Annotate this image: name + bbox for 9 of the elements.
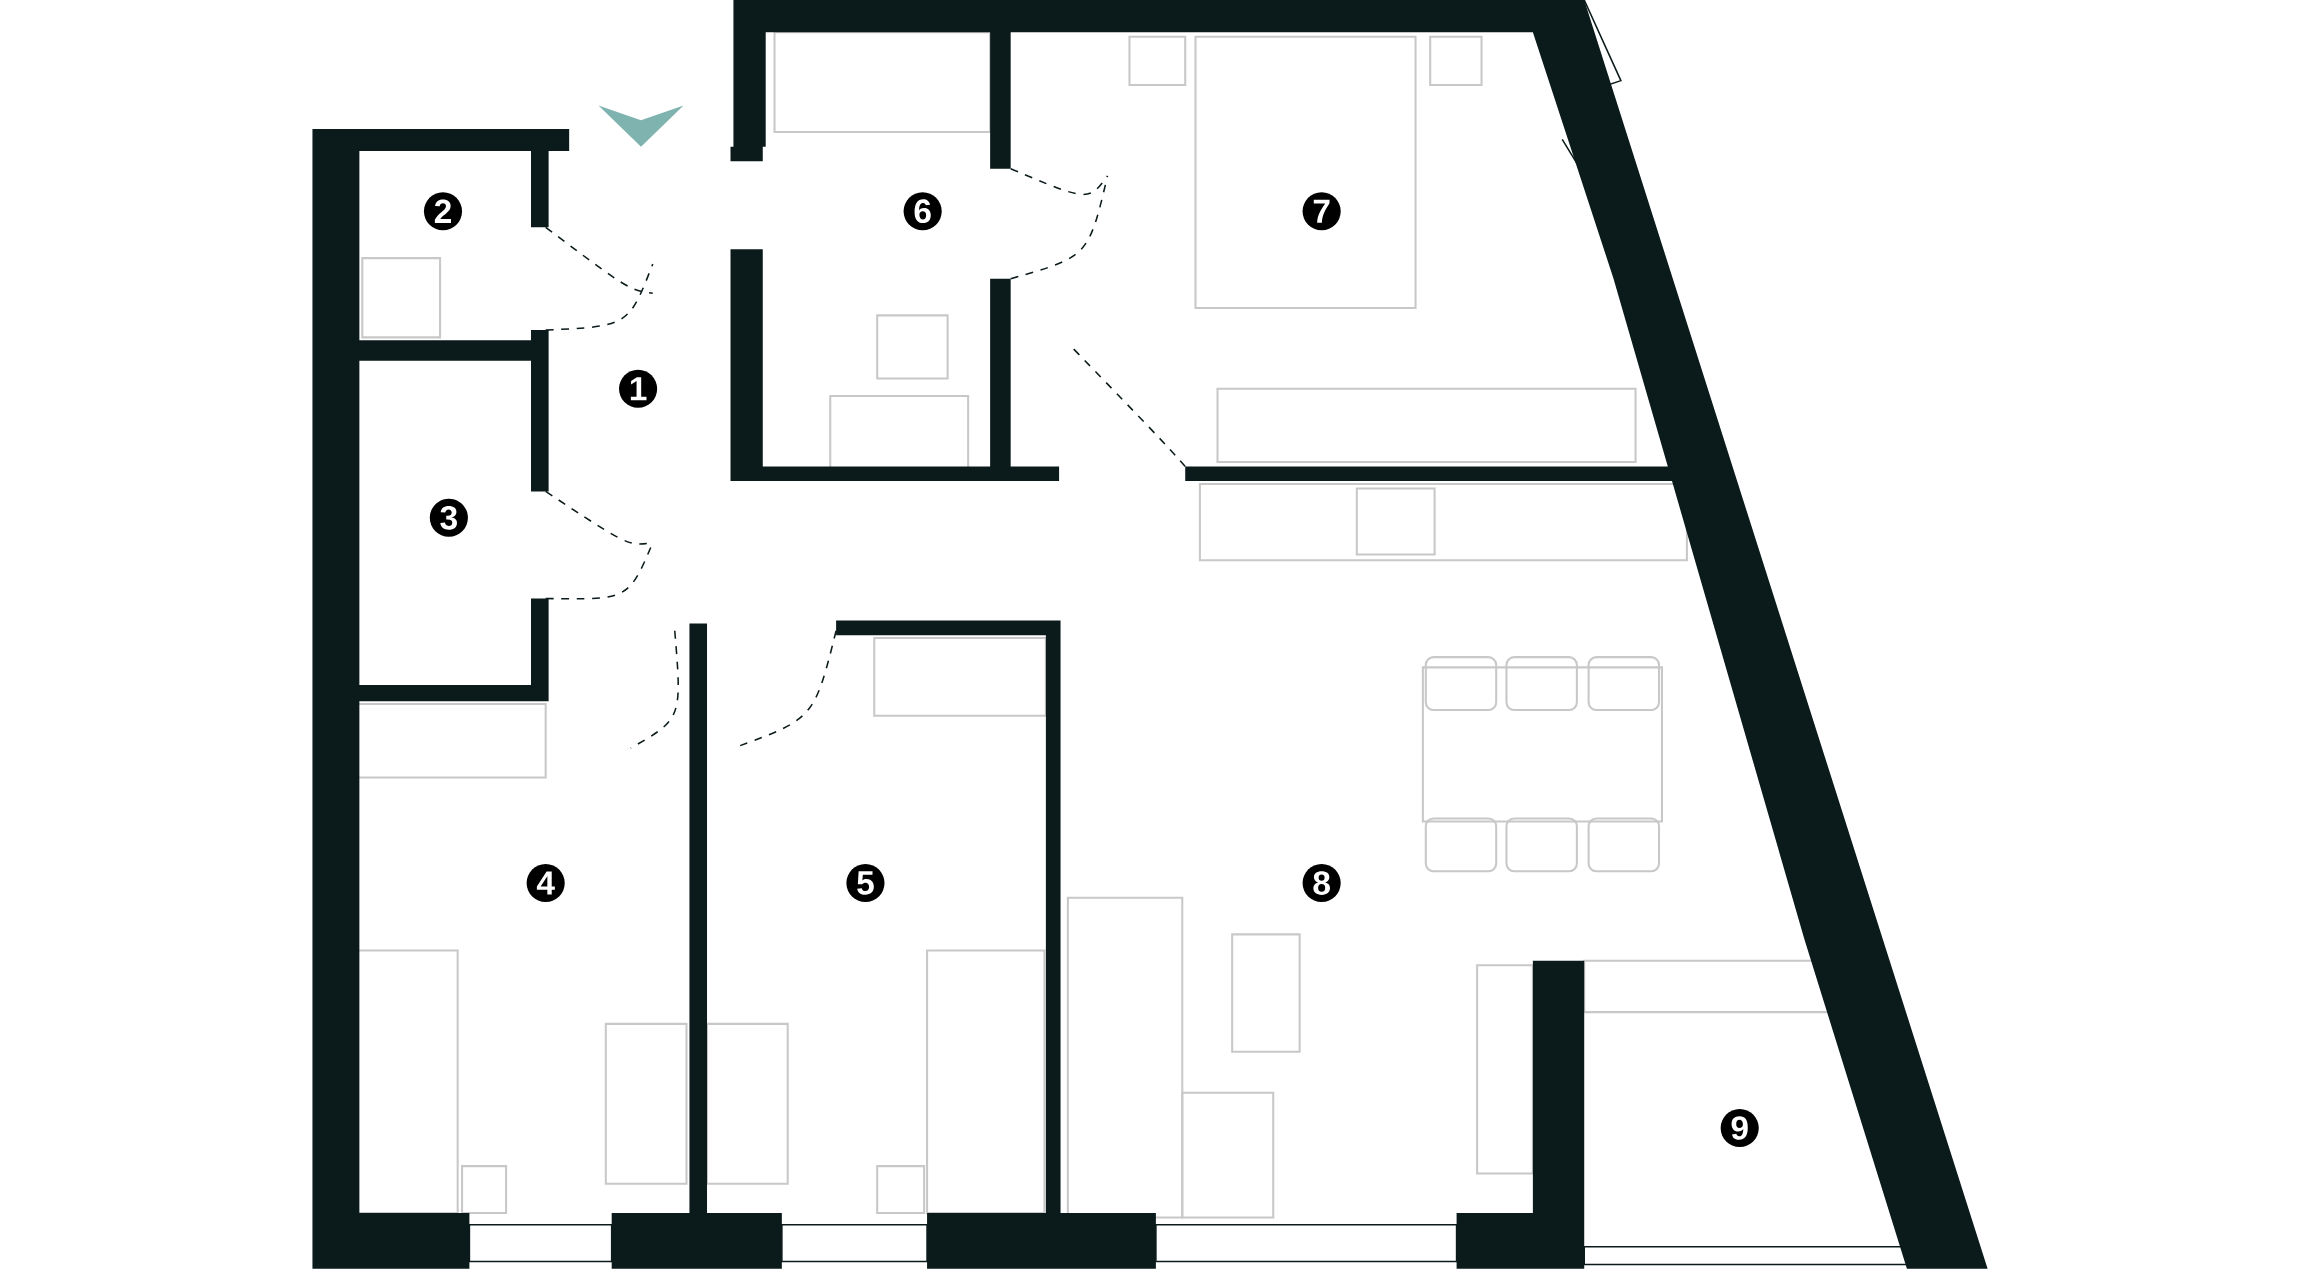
callout-number: 3 <box>429 498 468 537</box>
callout-number: 9 <box>1720 1108 1759 1147</box>
callout-number: 6 <box>903 192 942 231</box>
callout-number: 4 <box>526 863 565 902</box>
callout-number: 2 <box>423 192 463 231</box>
callout-number: 1 <box>619 369 658 408</box>
callout-number: 7 <box>1302 192 1341 231</box>
callout-number: 8 <box>1302 863 1341 902</box>
callout-number: 5 <box>846 863 885 902</box>
